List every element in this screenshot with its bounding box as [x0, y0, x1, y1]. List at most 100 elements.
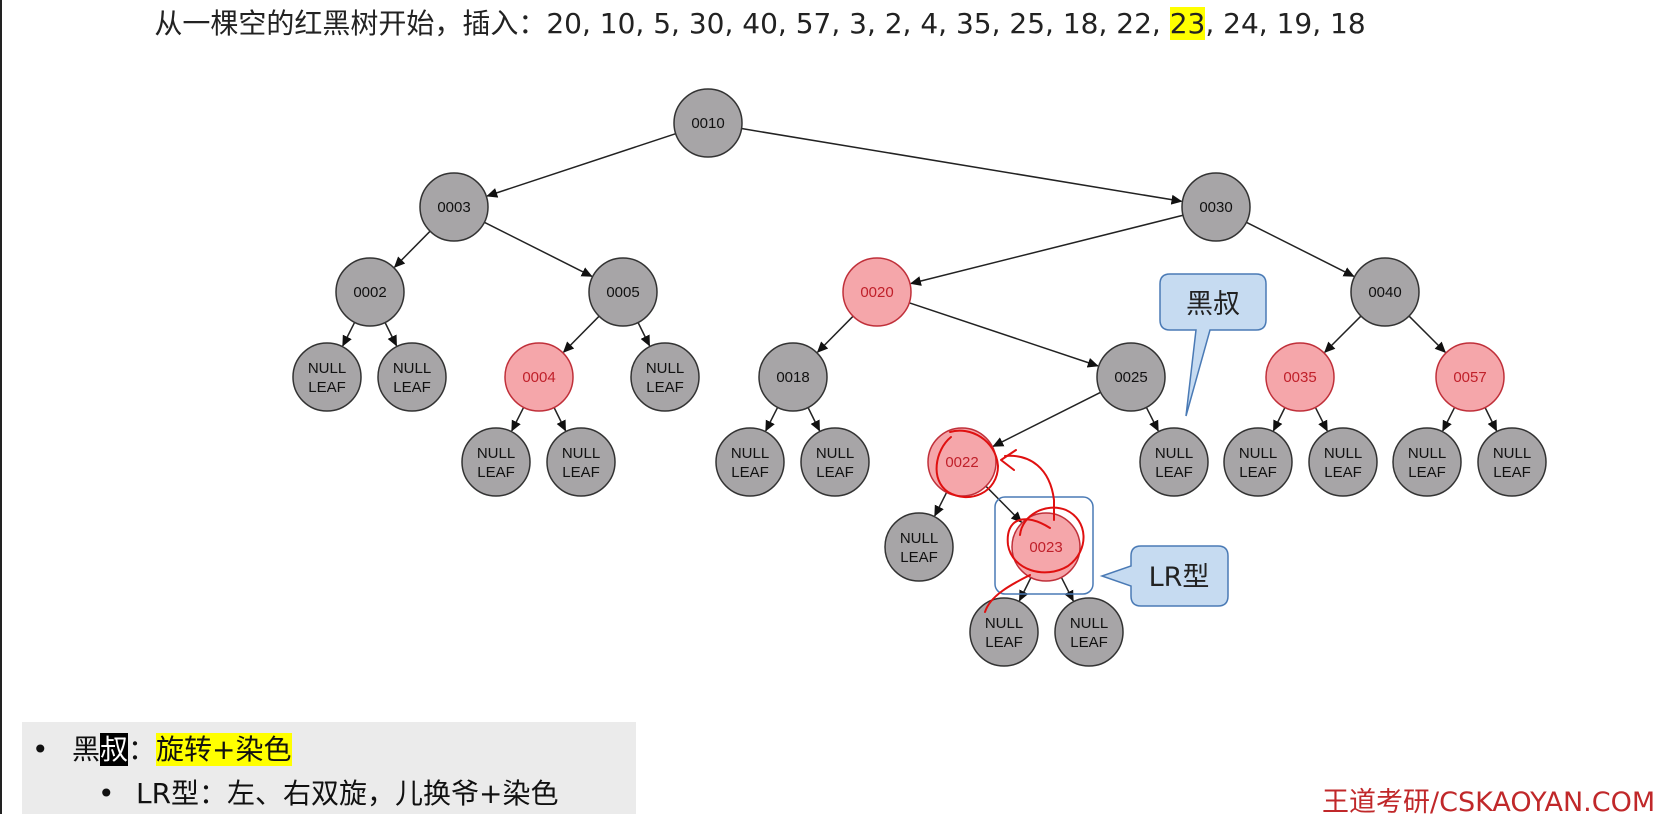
null-leaf-line2: LEAF	[562, 464, 600, 481]
null-leaf-circle	[1054, 597, 1124, 667]
note-rotate-recolor: 旋转+染色	[156, 733, 292, 766]
tree-edge	[553, 407, 567, 432]
tree-node-0057: 0057	[1435, 342, 1505, 412]
null-leaf-circle	[1308, 427, 1378, 497]
page-title: 从一棵空的红黑树开始，插入：20, 10, 5, 30, 40, 57, 3, …	[0, 2, 1520, 42]
node-label: 0022	[945, 454, 978, 471]
node-circle	[1435, 342, 1505, 412]
note-colon: ：	[128, 733, 157, 766]
bullet-icon: •	[32, 733, 49, 766]
note-prefix: 黑	[72, 733, 101, 766]
note-black-uncle: • 黑叔：旋转+染色	[32, 728, 292, 768]
tree-edge	[1145, 407, 1159, 432]
null-leaf: NULL LEAF	[292, 342, 362, 412]
tree-node-0018: 0018	[758, 342, 828, 412]
tree-node-0004: 0004	[504, 342, 574, 412]
null-leaf-line2: LEAF	[1239, 464, 1277, 481]
null-leaf-line2: LEAF	[1155, 464, 1193, 481]
node-circle	[842, 257, 912, 327]
null-leaf-circle	[1223, 427, 1293, 497]
note-uncle-highlight: 叔	[100, 733, 129, 766]
tree-edge	[909, 302, 1099, 368]
null-leaf-line2: LEAF	[1070, 634, 1108, 651]
null-leaf-line1: NULL	[816, 445, 854, 462]
null-leaf-line1: NULL	[1324, 445, 1362, 462]
null-leaf-line1: NULL	[1493, 445, 1531, 462]
null-leaf-circle	[461, 427, 531, 497]
tree-edge	[1408, 315, 1446, 353]
callout-black-uncle: 黑叔	[1159, 273, 1267, 417]
tree-edge	[384, 322, 398, 347]
null-leaf-line2: LEAF	[477, 464, 515, 481]
null-leaf-line2: LEAF	[900, 549, 938, 566]
tree-edge	[1484, 407, 1498, 432]
null-leaf-circle	[1477, 427, 1547, 497]
tree-node-0040: 0040	[1350, 257, 1420, 327]
node-label: 0004	[522, 369, 555, 386]
tree-node-0035: 0035	[1265, 342, 1335, 412]
tree-edge	[1442, 407, 1456, 432]
note-lr-text: LR型：左、右双旋，儿换爷+染色	[136, 777, 559, 810]
null-leaf-line1: NULL	[477, 445, 515, 462]
null-leaf-circle	[969, 597, 1039, 667]
node-circle	[758, 342, 828, 412]
node-label: 0018	[776, 369, 809, 386]
null-leaf-line1: NULL	[646, 360, 684, 377]
null-leaf: NULL LEAF	[1392, 427, 1462, 497]
null-leaf-line1: NULL	[1408, 445, 1446, 462]
tree-node-0030: 0030	[1181, 172, 1251, 242]
node-label: 0023	[1029, 539, 1062, 556]
tree-edge	[1324, 315, 1362, 353]
node-circle	[1096, 342, 1166, 412]
tree-edge	[1060, 577, 1074, 602]
tree-node-0020: 0020	[842, 257, 912, 327]
callout-black-uncle-text: 黑叔	[1186, 289, 1240, 320]
node-circle	[588, 257, 658, 327]
null-leaf-circle	[1139, 427, 1209, 497]
tree-edge	[511, 407, 525, 432]
null-leaf-circle	[884, 512, 954, 582]
left-border	[0, 0, 2, 814]
tree-edge	[816, 315, 854, 353]
node-label: 0002	[353, 284, 386, 301]
null-leaf-line1: NULL	[308, 360, 346, 377]
node-circle	[1350, 257, 1420, 327]
null-leaf-line1: NULL	[731, 445, 769, 462]
null-leaf-circle	[1392, 427, 1462, 497]
null-leaf-line1: NULL	[985, 615, 1023, 632]
node-label: 0040	[1368, 284, 1401, 301]
callout-lr-type-text: LR型	[1149, 562, 1210, 593]
note-lr-rule: •LR型：左、右双旋，儿换爷+染色	[98, 772, 559, 812]
null-leaf-line1: NULL	[1070, 615, 1108, 632]
node-circle	[335, 257, 405, 327]
title-sequence: 从一棵空的红黑树开始，插入：20, 10, 5, 30, 40, 57, 3, …	[154, 7, 1170, 40]
callout-lr-type: LR型	[1099, 545, 1229, 607]
watermark: 王道考研/CSKAOYAN.COM	[1322, 787, 1654, 818]
null-leaf-line2: LEAF	[308, 379, 346, 396]
tree-edge	[393, 230, 431, 268]
null-leaf-line2: LEAF	[1324, 464, 1362, 481]
node-label: 0030	[1199, 199, 1232, 216]
tree-edge	[486, 132, 676, 198]
tree-edge	[342, 322, 356, 347]
node-label: 0003	[437, 199, 470, 216]
tree-edge	[934, 492, 948, 517]
null-leaf-line1: NULL	[393, 360, 431, 377]
node-label: 0057	[1453, 369, 1486, 386]
null-leaf-line2: LEAF	[1408, 464, 1446, 481]
tree-edge	[985, 485, 1023, 523]
tree-node-0022: 0022	[927, 427, 997, 497]
null-leaf-line2: LEAF	[1493, 464, 1531, 481]
node-circle	[504, 342, 574, 412]
null-leaf-line1: NULL	[562, 445, 600, 462]
tree-edge	[1018, 577, 1032, 602]
tree-node-0003: 0003	[419, 172, 489, 242]
null-leaf-circle	[630, 342, 700, 412]
